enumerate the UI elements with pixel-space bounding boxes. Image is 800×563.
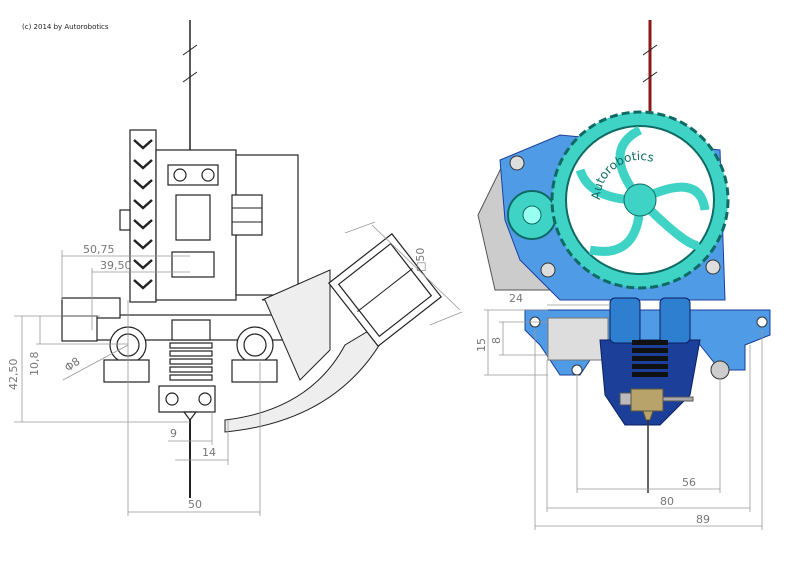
nozzle bbox=[182, 411, 198, 421]
drive-gear-edge bbox=[129, 129, 157, 303]
dim-fan-50: □50 bbox=[414, 248, 427, 272]
nut bbox=[231, 194, 263, 236]
dim-10-8: 10,8 bbox=[28, 352, 41, 377]
fan bbox=[328, 233, 442, 347]
dim-56: 56 bbox=[682, 476, 696, 489]
heater-block-brass bbox=[630, 388, 664, 412]
dim-89: 89 bbox=[696, 513, 710, 526]
heatsink-black bbox=[632, 340, 668, 377]
dim-8: 8 bbox=[490, 337, 503, 344]
dim-42-50: 42,50 bbox=[7, 359, 20, 391]
dim-15: 15 bbox=[475, 338, 488, 352]
dim-80: 80 bbox=[660, 495, 674, 508]
heatsink bbox=[169, 342, 213, 381]
dim-50: 50 bbox=[188, 498, 202, 511]
dim-9: 9 bbox=[170, 427, 177, 440]
front-view: Autorobotics 24 15 8 bbox=[475, 20, 771, 530]
dim-39-50: 39,50 bbox=[100, 259, 132, 272]
front-view-dimension-lines bbox=[484, 304, 763, 530]
dim-50-75: 50,75 bbox=[83, 243, 115, 256]
side-view: 50,75 39,50 42,50 10,8 Φ8 9 14 50 □50 bbox=[7, 20, 463, 516]
dim-14: 14 bbox=[202, 446, 216, 459]
nozzle-brass bbox=[642, 410, 654, 421]
dim-24: 24 bbox=[509, 292, 523, 305]
bearing bbox=[710, 360, 730, 380]
rod-section bbox=[547, 317, 609, 361]
side-view-dimension-lines bbox=[14, 221, 463, 516]
copyright-text: (c) 2014 by Autorobotics bbox=[22, 23, 109, 31]
break-marks bbox=[182, 44, 198, 83]
